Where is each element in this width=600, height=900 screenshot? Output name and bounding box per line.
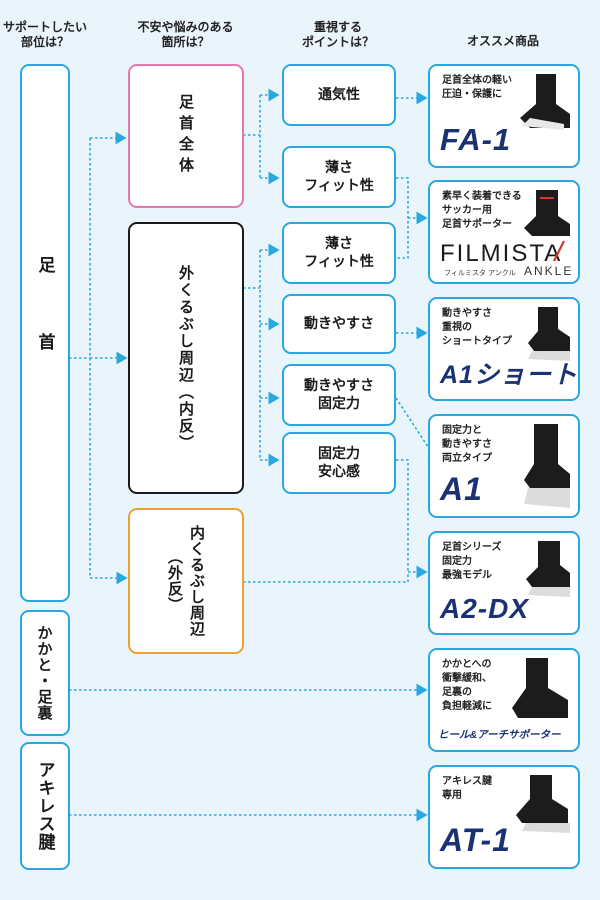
product-desc: アキレス腱 専用 bbox=[442, 776, 492, 801]
product-desc: 動きやすさ 重視の ショートタイプ bbox=[442, 308, 512, 347]
point-label: 動きやすさ 固定力 bbox=[304, 378, 374, 412]
header-concern: 不安や悩みのある 箇所は？ bbox=[137, 20, 234, 49]
point-label: 動きやすさ bbox=[304, 316, 374, 332]
product-desc: 固定力と 動きやすさ 両立タイプ bbox=[442, 425, 492, 464]
ankle-support-image bbox=[528, 307, 570, 361]
concern-whole-label: 足首全体 bbox=[177, 94, 195, 178]
header-point: 重視する ポイントは？ bbox=[301, 20, 374, 49]
point-mobility-fixation[interactable]: 動きやすさ 固定力 bbox=[282, 364, 396, 426]
part-heel-box[interactable]: かかと・足裏 bbox=[20, 610, 70, 736]
product-name: ヒール&アーチサポーター bbox=[438, 729, 561, 741]
product-desc: 足首シリーズ 固定力 最強モデル bbox=[442, 542, 502, 581]
header-product: オススメ商品 bbox=[466, 34, 539, 48]
ankle-support-image bbox=[524, 424, 570, 508]
point-breathability[interactable]: 通気性 bbox=[282, 64, 396, 126]
point-thin-fit-1[interactable]: 薄さ フィット性 bbox=[282, 146, 396, 208]
point-label: 通気性 bbox=[318, 87, 360, 103]
point-thin-fit-2[interactable]: 薄さ フィット性 bbox=[282, 222, 396, 284]
product-filmista-card[interactable]: 素早く装着できる サッカー用 足首サポーター FILMISTA フィルミスタ ア… bbox=[428, 180, 580, 284]
soccer-ankle-support-image bbox=[524, 190, 570, 236]
ankle-support-image bbox=[520, 74, 570, 130]
concern-inner-sub-label: （外反） bbox=[166, 549, 184, 613]
product-name: FA-1 bbox=[440, 122, 512, 157]
product-at1-card[interactable]: アキレス腱 専用 AT-1 bbox=[428, 765, 580, 869]
product-sub-label-2: ANKLE bbox=[524, 264, 574, 278]
product-name: A1 bbox=[440, 471, 483, 507]
product-name: FILMISTA bbox=[440, 240, 563, 267]
product-desc: 足首全体の軽い 圧迫・保護に bbox=[442, 75, 512, 100]
product-desc: かかとへの 衝撃緩和、 足裏の 負担軽減に bbox=[442, 659, 492, 712]
product-desc: 素早く装着できる サッカー用 足首サポーター bbox=[442, 191, 522, 230]
point-fixation-security[interactable]: 固定力 安心感 bbox=[282, 432, 396, 494]
part-achilles-box[interactable]: アキレス腱 bbox=[20, 742, 70, 870]
part-ankle-box[interactable]: 足首 bbox=[20, 64, 70, 602]
concern-inner-box[interactable]: 内くるぶし周辺 （外反） bbox=[128, 508, 244, 654]
product-name: A2-DX bbox=[440, 593, 530, 624]
concern-whole-box[interactable]: 足首全体 bbox=[128, 64, 244, 208]
product-name: AT-1 bbox=[440, 822, 511, 858]
point-mobility[interactable]: 動きやすさ bbox=[282, 294, 396, 354]
product-fa1-card[interactable]: 足首全体の軽い 圧迫・保護に FA-1 bbox=[428, 64, 580, 168]
part-achilles-label: アキレス腱 bbox=[34, 761, 55, 851]
product-a1-card[interactable]: 固定力と 動きやすさ 両立タイプ A1 bbox=[428, 414, 580, 518]
concern-inner-label: 内くるぶし周辺 bbox=[188, 525, 206, 637]
part-heel-label: かかと・足裏 bbox=[35, 625, 54, 721]
filmista-accent-mark bbox=[553, 240, 565, 262]
concern-outer-label: 外くるぶし周辺（内反） bbox=[177, 264, 195, 452]
part-ankle-label: 足首 bbox=[34, 256, 55, 410]
concern-outer-box[interactable]: 外くるぶし周辺（内反） bbox=[128, 222, 244, 494]
point-label: 固定力 安心感 bbox=[318, 446, 360, 480]
product-name: A1ショート bbox=[440, 361, 578, 389]
achilles-support-image bbox=[516, 775, 570, 833]
header-part: サポートしたい 部位は？ bbox=[2, 20, 87, 49]
product-a2dx-card[interactable]: 足首シリーズ 固定力 最強モデル A2-DX bbox=[428, 531, 580, 635]
ankle-support-image bbox=[526, 541, 570, 597]
product-sub-label: フィルミスタ アンクル bbox=[444, 269, 516, 277]
heel-arch-support-image bbox=[512, 658, 568, 718]
product-heel-arch-card[interactable]: かかとへの 衝撃緩和、 足裏の 負担軽減に ヒール&アーチサポーター bbox=[428, 648, 580, 752]
point-label: 薄さ フィット性 bbox=[304, 236, 374, 270]
point-label: 薄さ フィット性 bbox=[304, 160, 374, 194]
product-a1-short-card[interactable]: 動きやすさ 重視の ショートタイプ A1ショート bbox=[428, 297, 580, 401]
